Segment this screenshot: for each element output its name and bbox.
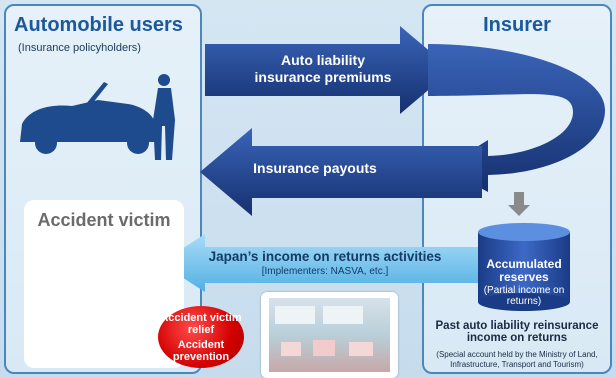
returns-title: Japan’s income on returns activities: [208, 249, 442, 264]
payouts-arrow: [200, 128, 482, 216]
payouts-label: Insurance payouts: [253, 160, 377, 176]
reserves-title: Accumulated reserves: [486, 257, 562, 284]
reserves-cylinder: [478, 223, 570, 311]
down-arrow: [508, 192, 530, 216]
premiums-label: Auto liability insurance premiums: [254, 52, 392, 85]
car-icon: [20, 82, 160, 154]
past-title: Past auto liability reinsurance income o…: [435, 320, 599, 344]
hospital-photo-image: [269, 298, 390, 372]
victim-box: [24, 200, 184, 368]
badge-line2: Accident prevention: [172, 338, 230, 363]
users-subtitle: (Insurance policyholders): [18, 42, 141, 54]
hospital-photo: [261, 292, 398, 378]
relief-badge: Accident victim relief Accident preventi…: [158, 306, 244, 368]
person-icon: [153, 74, 175, 160]
past-subtitle: (Special account held by the Ministry of…: [436, 350, 598, 369]
badge-line1: Accident victim relief: [160, 311, 242, 336]
returns-subtitle: [Implementers: NASVA, etc.]: [261, 266, 389, 277]
returns-arrow: [160, 234, 478, 292]
insurer-title: Insurer: [483, 14, 551, 36]
reserves-subtitle: (Partial income on returns): [483, 285, 565, 307]
premiums-arrow: [205, 26, 452, 114]
users-title: Automobile users: [14, 14, 183, 36]
victim-title: Accident victim: [37, 210, 171, 230]
